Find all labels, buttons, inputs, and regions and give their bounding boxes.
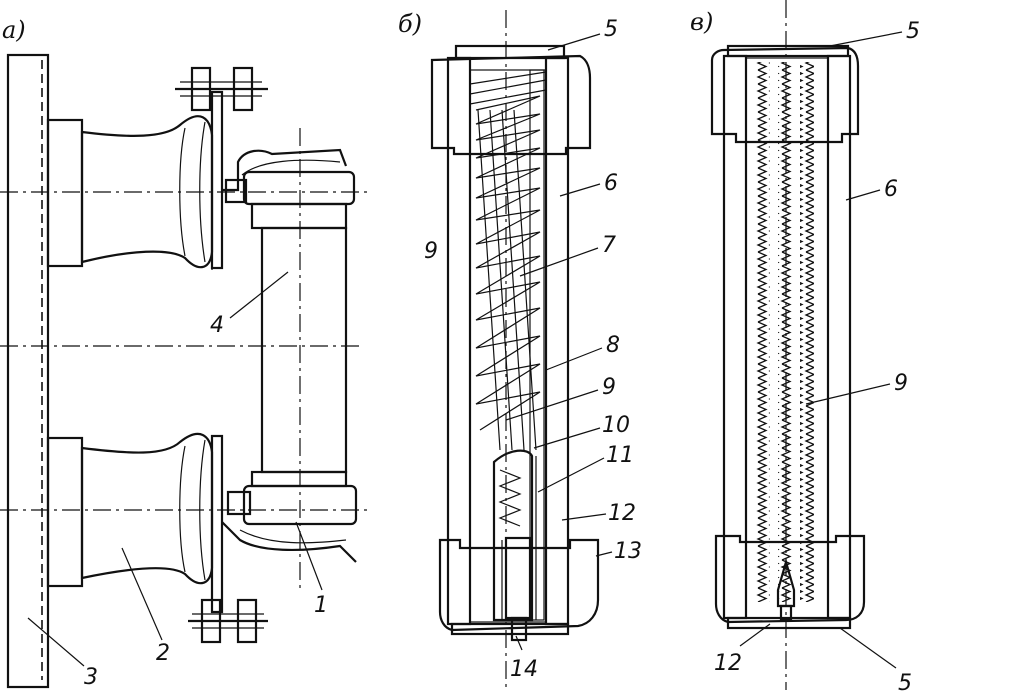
spring-holder <box>492 449 534 622</box>
upper-insulator <box>46 90 224 270</box>
fuse-tube <box>260 226 348 474</box>
tube-wall-right-v <box>826 54 852 620</box>
top-plate-v <box>726 44 850 58</box>
label-3: 3 <box>84 665 98 690</box>
fuse-element-1 <box>756 62 770 602</box>
leader-4 <box>229 271 289 319</box>
label-12-v: 12 <box>714 651 742 676</box>
fuse-element-2 <box>778 62 792 602</box>
upper-end-cap <box>430 54 592 156</box>
label-10: 10 <box>602 413 630 438</box>
label-5-bottom: 5 <box>898 671 912 696</box>
bottom-contact-v <box>776 557 796 608</box>
spring <box>504 536 532 620</box>
panel-a: а) <box>0 16 372 690</box>
lower-insulator <box>46 432 224 614</box>
label-12: 12 <box>608 501 636 526</box>
label-9: 9 <box>602 375 616 400</box>
fuse-element-3 <box>800 62 814 602</box>
label-11: 11 <box>606 443 634 468</box>
contact-pin <box>510 616 528 642</box>
caption-a: а) <box>2 16 26 44</box>
label-4: 4 <box>210 313 224 338</box>
leader-3 <box>27 617 85 667</box>
panel-v: в) 5 6 9 12 5 <box>690 0 920 696</box>
panel-b: б) <box>398 10 642 690</box>
label-9-left: 9 <box>424 239 438 264</box>
label-5-top: 5 <box>906 19 920 44</box>
lower-contact-clip <box>221 470 358 563</box>
tube-wall-right <box>544 56 570 626</box>
bottom-plate-v <box>726 616 852 630</box>
fuse-element-wires <box>469 71 547 451</box>
label-6: 6 <box>604 171 618 196</box>
upper-end-cap-v <box>710 46 860 144</box>
upper-bolt <box>175 66 268 112</box>
label-8: 8 <box>606 333 620 358</box>
label-1: 1 <box>314 593 328 618</box>
bottom-plate <box>450 622 570 636</box>
lower-end-cap <box>438 538 600 632</box>
upper-contact-clip <box>222 148 356 230</box>
label-6-v: 6 <box>884 177 898 202</box>
label-14: 14 <box>510 657 538 682</box>
filler-column <box>529 69 545 621</box>
label-2: 2 <box>156 641 170 666</box>
label-9-v: 9 <box>894 371 908 396</box>
label-13: 13 <box>614 539 642 564</box>
caption-v: в) <box>690 8 713 36</box>
leader-2 <box>121 547 163 641</box>
caption-b: б) <box>398 10 422 38</box>
top-plate <box>454 44 566 60</box>
base-plate <box>6 53 50 689</box>
label-5: 5 <box>604 17 618 42</box>
leader-1 <box>295 521 323 591</box>
label-7: 7 <box>602 233 616 258</box>
lower-bolt <box>188 598 268 644</box>
